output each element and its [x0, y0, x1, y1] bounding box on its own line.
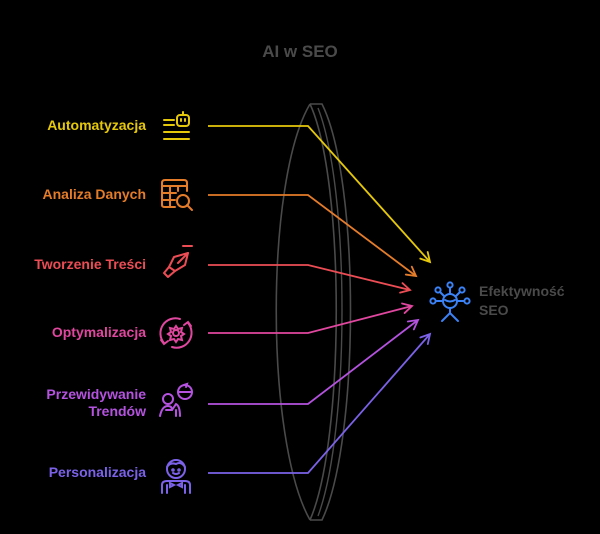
connector-przewidywanie-trendow: [208, 318, 420, 405]
label-analiza-danych: Analiza Danych: [43, 186, 146, 203]
label-line: Optymalizacja: [51, 323, 146, 340]
label-line: Analiza Danych: [42, 185, 146, 202]
table-search-icon: [156, 175, 196, 215]
connector-line: [208, 264, 411, 291]
connector-line: [208, 194, 417, 277]
label-line: Przewidywanie: [46, 386, 146, 402]
label-optymalizacja: Optymalizacja: [52, 324, 146, 341]
label-line: Tworzenie Treści: [34, 255, 146, 272]
arrow-head: [404, 265, 418, 278]
label-line: Personalizacja: [48, 463, 146, 480]
arrow-head: [419, 332, 432, 345]
target-label-line: SEO: [479, 302, 509, 318]
arrow-head: [401, 302, 414, 314]
robot-list-icon: [156, 106, 196, 146]
arrow-head: [399, 282, 412, 294]
lens-rim-top: [310, 103, 352, 521]
label-line: Trendów: [88, 403, 146, 419]
connector-personalizacja: [208, 332, 432, 474]
lens-outline-back: [275, 103, 311, 521]
lens-rim-inner: [317, 107, 343, 517]
target-label: Efektywność SEO: [479, 282, 565, 320]
connector-line: [208, 305, 413, 334]
lens-outline-mid: [309, 103, 337, 521]
connector-line: [208, 319, 419, 405]
label-tworzenie-tresci: Tworzenie Treści: [34, 256, 146, 273]
arrow-head: [406, 318, 420, 331]
target-label-line: Efektywność: [479, 283, 565, 299]
connector-tworzenie-tresci: [208, 264, 412, 294]
person-network-icon: [428, 280, 472, 324]
arrow-head: [419, 251, 432, 264]
label-personalizacja: Personalizacja: [49, 464, 146, 481]
gear-cycle-icon: [156, 313, 196, 353]
connector-line: [208, 125, 431, 263]
diagram-title: AI w SEO: [262, 42, 338, 61]
label-line: Automatyzacja: [47, 116, 146, 133]
connector-line: [208, 333, 431, 474]
lens: [275, 103, 352, 521]
connector-optymalizacja: [208, 302, 414, 334]
pen-nib-icon: [156, 243, 196, 283]
connector-automatyzacja: [208, 125, 432, 264]
person-bowtie-icon: [156, 455, 196, 495]
label-automatyzacja: Automatyzacja: [47, 117, 146, 134]
connector-analiza-danych: [208, 194, 418, 278]
person-forecast-icon: [156, 382, 196, 422]
